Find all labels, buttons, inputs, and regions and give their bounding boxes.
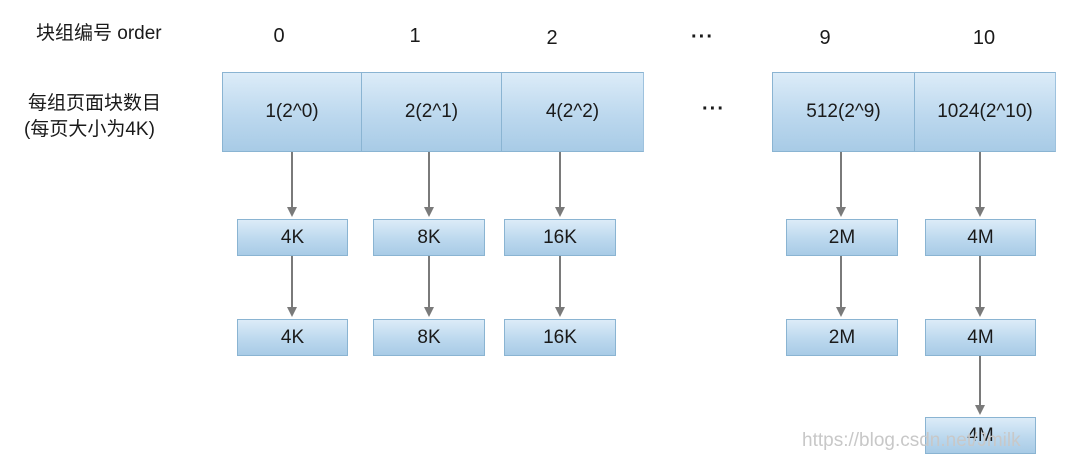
order-ellipsis: ··· xyxy=(691,26,714,48)
block-text-col10-row3: 4M xyxy=(967,424,994,446)
group-count-text-9: 512(2^9) xyxy=(806,101,881,122)
group-ellipsis: ··· xyxy=(702,98,725,120)
block-box-col2-row1: 16K xyxy=(504,219,616,256)
order-label: 块组编号 order xyxy=(36,23,162,44)
block-text-col9-row1: 2M xyxy=(828,226,856,248)
group-count-box-2: 4(2^2) xyxy=(501,72,644,152)
block-box-col0-row1: 4K xyxy=(237,219,348,256)
block-box-col9-row2: 2M xyxy=(786,319,898,356)
group-count-box-0: 1(2^0) xyxy=(222,72,362,152)
block-box-col0-row2: 4K xyxy=(237,319,348,356)
order-number-2: 2 xyxy=(546,27,558,49)
pages-label-line2: (每页大小为4K) xyxy=(24,119,155,140)
block-text-col1-row1: 8K xyxy=(417,226,441,248)
group-count-box-10: 1024(2^10) xyxy=(914,72,1056,152)
order-number-9: 9 xyxy=(819,27,831,49)
block-box-col1-row1: 8K xyxy=(373,219,485,256)
group-count-text-1: 2(2^1) xyxy=(404,101,459,122)
block-text-col1-row2: 8K xyxy=(417,326,441,348)
block-box-col10-row2: 4M xyxy=(925,319,1036,356)
block-box-col2-row2: 16K xyxy=(504,319,616,356)
group-count-box-9: 512(2^9) xyxy=(772,72,915,152)
block-text-col10-row2: 4M xyxy=(967,326,994,348)
block-box-col9-row1: 2M xyxy=(786,219,898,256)
group-count-text-0: 1(2^0) xyxy=(265,101,319,122)
block-text-col10-row1: 4M xyxy=(967,226,994,248)
block-box-col10-row1: 4M xyxy=(925,219,1036,256)
block-text-col0-row1: 4K xyxy=(280,226,305,248)
order-number-0: 0 xyxy=(273,25,285,47)
group-count-text-2: 4(2^2) xyxy=(545,101,600,122)
group-count-text-10: 1024(2^10) xyxy=(937,101,1033,122)
order-number-1: 1 xyxy=(409,25,421,47)
block-text-col2-row1: 16K xyxy=(543,226,577,248)
block-text-col2-row2: 16K xyxy=(543,326,577,348)
pages-label-line1: 每组页面块数目 xyxy=(28,93,162,114)
watermark: https://blog.csdn.net/Jmilk xyxy=(802,430,1021,451)
block-box-col10-row3: 4M xyxy=(925,417,1036,454)
block-box-col1-row2: 8K xyxy=(373,319,485,356)
block-text-col0-row2: 4K xyxy=(280,326,305,348)
group-count-box-1: 2(2^1) xyxy=(361,72,502,152)
block-text-col9-row2: 2M xyxy=(828,326,856,348)
order-number-10: 10 xyxy=(972,27,996,49)
